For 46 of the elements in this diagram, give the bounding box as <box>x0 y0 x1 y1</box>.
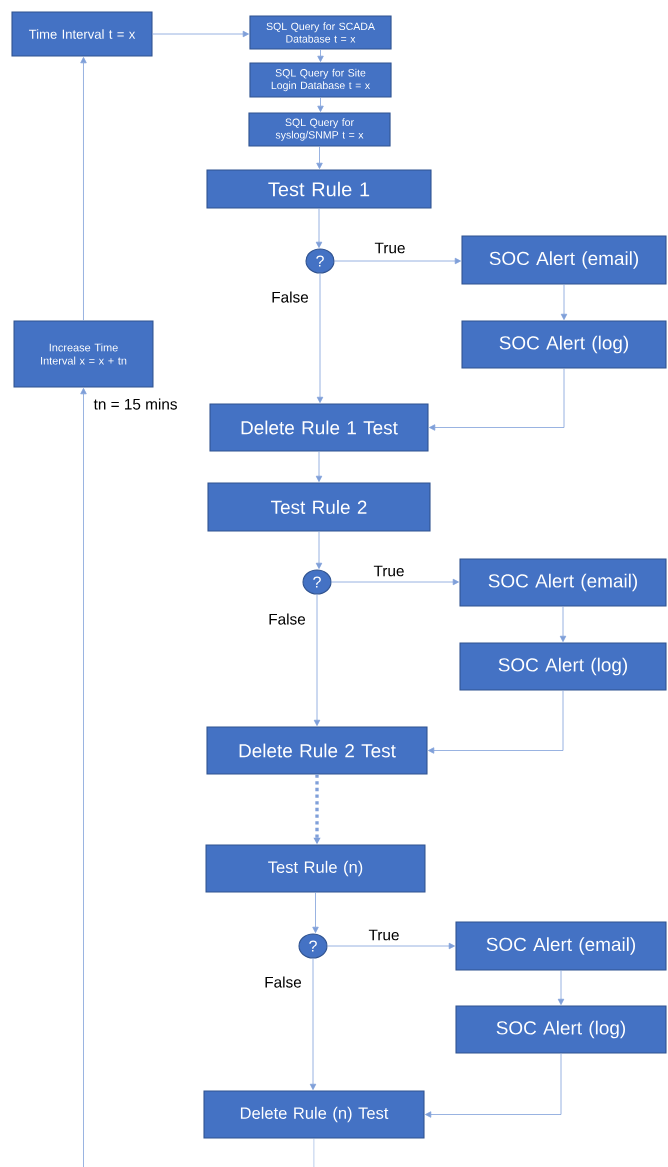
arrow <box>312 892 319 933</box>
arrow <box>334 257 461 265</box>
process-box: Delete Rule 2 Test <box>206 726 428 775</box>
process-box: SOC Alert (email) <box>459 558 667 607</box>
arrow <box>80 388 87 1167</box>
arrow <box>316 273 324 403</box>
arrow <box>317 49 324 62</box>
arrow <box>80 57 87 321</box>
process-box: SOC Alert (log) <box>461 320 667 369</box>
arrow <box>315 451 323 482</box>
process-box: SOC Alert (log) <box>459 642 667 691</box>
edge-label: True <box>373 241 407 255</box>
edge-label: False <box>269 290 311 304</box>
arrow <box>557 970 565 1005</box>
process-box: SOC Alert (email) <box>455 921 667 971</box>
process-box: Test Rule 1 <box>206 169 432 209</box>
process-box: SOC Alert (log) <box>455 1005 667 1054</box>
arrow <box>309 958 317 1090</box>
arrow <box>327 942 455 950</box>
edge-label: tn = 15 mins <box>92 397 179 411</box>
process-box: Time Interval t = x <box>11 11 153 57</box>
arrow <box>317 97 324 112</box>
edge-label: True <box>367 928 401 942</box>
arrow <box>559 606 567 642</box>
arrow <box>315 208 323 248</box>
arrow <box>316 146 323 169</box>
process-box: SOC Alert (email) <box>461 235 667 285</box>
process-box: Increase Time Interval x = x + tn <box>13 320 154 388</box>
process-box: SQL Query for syslog/SNMP t = x <box>248 112 391 147</box>
process-box: SQL Query for SCADA Database t = x <box>249 15 392 50</box>
arrow <box>331 578 459 586</box>
edge-label: False <box>266 612 308 626</box>
arrow <box>315 531 323 569</box>
arrow <box>560 284 568 320</box>
process-box: Test Rule (n) <box>205 844 426 893</box>
arrow <box>429 368 565 431</box>
process-box: Delete Rule 1 Test <box>209 403 429 452</box>
process-box: Delete Rule (n) Test <box>203 1090 425 1139</box>
process-box: SQL Query for Site Login Database t = x <box>249 62 392 98</box>
arrow <box>152 30 249 38</box>
edge-label: False <box>262 975 304 989</box>
arrow <box>425 1053 562 1118</box>
edge-label: True <box>372 564 406 578</box>
arrow <box>313 594 321 726</box>
arrow <box>428 690 564 754</box>
process-box: Test Rule 2 <box>207 482 431 532</box>
